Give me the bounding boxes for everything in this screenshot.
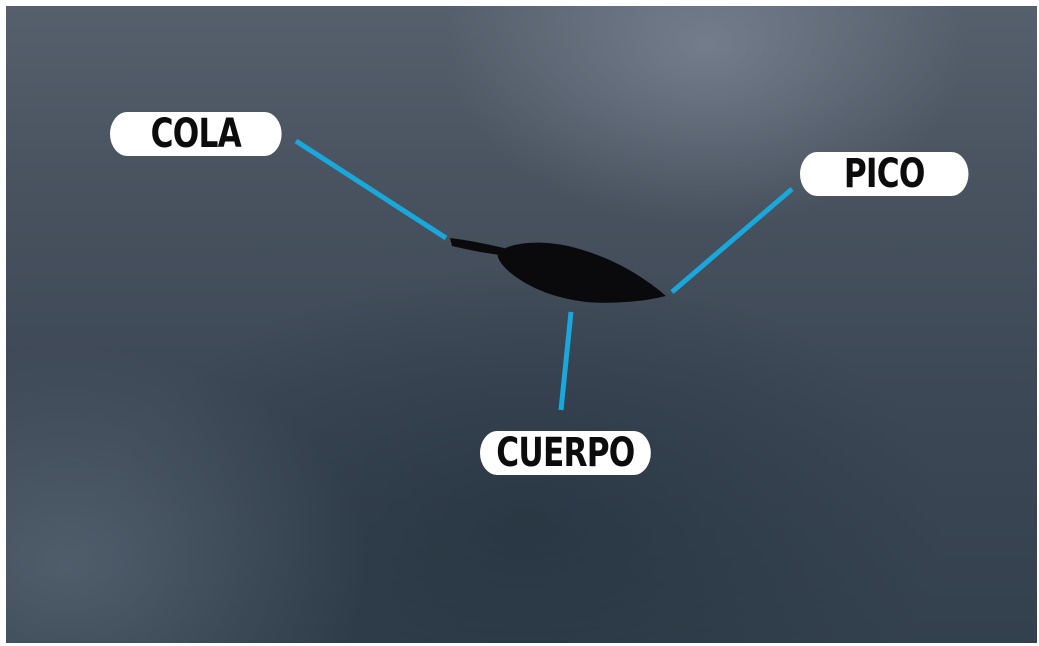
photo-frame: COLA PICO CUERPO <box>6 6 1037 643</box>
label-cola-text: COLA <box>150 111 242 157</box>
label-cuerpo-text: CUERPO <box>496 430 635 476</box>
bird-silhouette <box>450 238 666 303</box>
bird-diagram <box>294 138 794 411</box>
pico-leader-line <box>670 187 794 294</box>
label-pico: PICO <box>800 151 969 197</box>
cola-leader-line <box>294 138 448 241</box>
bird-body <box>497 242 666 303</box>
label-cola: COLA <box>110 111 282 157</box>
cuerpo-leader-line <box>558 311 574 411</box>
label-pico-text: PICO <box>843 151 926 197</box>
label-cuerpo: CUERPO <box>480 430 651 476</box>
bird-tail <box>450 238 508 256</box>
